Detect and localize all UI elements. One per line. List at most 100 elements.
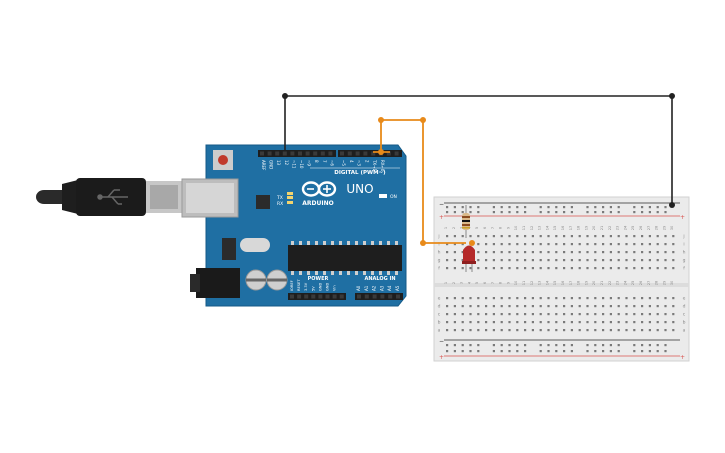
breadboard-hole[interactable] bbox=[563, 243, 566, 246]
breadboard-hole[interactable] bbox=[524, 211, 527, 214]
header-hole[interactable] bbox=[347, 151, 352, 156]
breadboard-hole[interactable] bbox=[516, 235, 519, 238]
breadboard-hole[interactable] bbox=[648, 267, 651, 270]
breadboard-hole[interactable] bbox=[594, 243, 597, 246]
breadboard-hole[interactable] bbox=[555, 211, 558, 214]
breadboard-hole[interactable] bbox=[539, 321, 542, 324]
breadboard-hole[interactable] bbox=[539, 206, 542, 209]
breadboard-hole[interactable] bbox=[602, 206, 605, 209]
breadboard-hole[interactable] bbox=[547, 267, 550, 270]
breadboard-hole[interactable] bbox=[602, 305, 605, 308]
breadboard-hole[interactable] bbox=[547, 350, 550, 353]
breadboard-hole[interactable] bbox=[641, 313, 644, 316]
breadboard-hole[interactable] bbox=[539, 235, 542, 238]
breadboard-hole[interactable] bbox=[641, 329, 644, 332]
breadboard-hole[interactable] bbox=[578, 259, 581, 262]
breadboard-hole[interactable] bbox=[586, 243, 589, 246]
breadboard-hole[interactable] bbox=[563, 313, 566, 316]
breadboard-hole[interactable] bbox=[539, 305, 542, 308]
breadboard-hole[interactable] bbox=[656, 243, 659, 246]
breadboard-hole[interactable] bbox=[609, 344, 612, 347]
breadboard-hole[interactable] bbox=[633, 251, 636, 254]
breadboard-hole[interactable] bbox=[648, 211, 651, 214]
breadboard-hole[interactable] bbox=[633, 206, 636, 209]
breadboard-hole[interactable] bbox=[625, 243, 628, 246]
breadboard-hole[interactable] bbox=[609, 243, 612, 246]
breadboard-hole[interactable] bbox=[492, 297, 495, 300]
breadboard-hole[interactable] bbox=[617, 297, 620, 300]
breadboard-hole[interactable] bbox=[570, 305, 573, 308]
breadboard-hole[interactable] bbox=[602, 267, 605, 270]
breadboard-hole[interactable] bbox=[570, 211, 573, 214]
breadboard-hole[interactable] bbox=[477, 267, 480, 270]
breadboard-hole[interactable] bbox=[508, 267, 511, 270]
breadboard-hole[interactable] bbox=[453, 259, 456, 262]
breadboard-hole[interactable] bbox=[625, 329, 628, 332]
breadboard-hole[interactable] bbox=[446, 329, 449, 332]
breadboard-hole[interactable] bbox=[477, 350, 480, 353]
breadboard-hole[interactable] bbox=[656, 206, 659, 209]
breadboard-hole[interactable] bbox=[524, 267, 527, 270]
breadboard-hole[interactable] bbox=[594, 235, 597, 238]
breadboard-hole[interactable] bbox=[477, 211, 480, 214]
breadboard-hole[interactable] bbox=[492, 259, 495, 262]
breadboard-hole[interactable] bbox=[453, 313, 456, 316]
breadboard-hole[interactable] bbox=[453, 267, 456, 270]
breadboard-hole[interactable] bbox=[586, 305, 589, 308]
breadboard-hole[interactable] bbox=[531, 305, 534, 308]
breadboard-hole[interactable] bbox=[586, 206, 589, 209]
resistor[interactable] bbox=[462, 205, 470, 238]
breadboard-hole[interactable] bbox=[524, 344, 527, 347]
breadboard-hole[interactable] bbox=[492, 350, 495, 353]
breadboard-hole[interactable] bbox=[672, 243, 675, 246]
breadboard-hole[interactable] bbox=[446, 267, 449, 270]
breadboard-hole[interactable] bbox=[485, 251, 488, 254]
breadboard-hole[interactable] bbox=[492, 211, 495, 214]
breadboard-hole[interactable] bbox=[578, 251, 581, 254]
breadboard-hole[interactable] bbox=[586, 297, 589, 300]
breadboard-hole[interactable] bbox=[539, 313, 542, 316]
breadboard-hole[interactable] bbox=[578, 321, 581, 324]
breadboard-hole[interactable] bbox=[500, 321, 503, 324]
breadboard-hole[interactable] bbox=[672, 313, 675, 316]
breadboard-hole[interactable] bbox=[508, 251, 511, 254]
breadboard-hole[interactable] bbox=[492, 251, 495, 254]
breadboard-hole[interactable] bbox=[446, 251, 449, 254]
breadboard-hole[interactable] bbox=[516, 321, 519, 324]
breadboard-hole[interactable] bbox=[485, 297, 488, 300]
breadboard-hole[interactable] bbox=[648, 313, 651, 316]
breadboard-hole[interactable] bbox=[477, 251, 480, 254]
breadboard-hole[interactable] bbox=[656, 211, 659, 214]
breadboard-hole[interactable] bbox=[547, 206, 550, 209]
header-hole[interactable] bbox=[363, 151, 368, 156]
breadboard-hole[interactable] bbox=[477, 305, 480, 308]
breadboard-hole[interactable] bbox=[586, 251, 589, 254]
breadboard-hole[interactable] bbox=[531, 321, 534, 324]
wire-orange-pin13[interactable] bbox=[378, 117, 475, 246]
breadboard-hole[interactable] bbox=[633, 344, 636, 347]
breadboard-hole[interactable] bbox=[641, 350, 644, 353]
breadboard-hole[interactable] bbox=[492, 243, 495, 246]
breadboard-hole[interactable] bbox=[570, 206, 573, 209]
breadboard-hole[interactable] bbox=[570, 350, 573, 353]
breadboard-hole[interactable] bbox=[453, 235, 456, 238]
breadboard-hole[interactable] bbox=[477, 297, 480, 300]
breadboard-hole[interactable] bbox=[578, 305, 581, 308]
breadboard-hole[interactable] bbox=[461, 267, 464, 270]
breadboard-hole[interactable] bbox=[664, 251, 667, 254]
breadboard-hole[interactable] bbox=[469, 313, 472, 316]
breadboard-hole[interactable] bbox=[485, 305, 488, 308]
breadboard-hole[interactable] bbox=[641, 305, 644, 308]
breadboard-hole[interactable] bbox=[531, 243, 534, 246]
header-hole[interactable] bbox=[290, 294, 294, 299]
breadboard-hole[interactable] bbox=[594, 305, 597, 308]
breadboard-hole[interactable] bbox=[453, 350, 456, 353]
breadboard-hole[interactable] bbox=[508, 297, 511, 300]
breadboard-hole[interactable] bbox=[500, 313, 503, 316]
breadboard-hole[interactable] bbox=[648, 259, 651, 262]
breadboard-hole[interactable] bbox=[547, 251, 550, 254]
breadboard-hole[interactable] bbox=[570, 243, 573, 246]
breadboard-hole[interactable] bbox=[453, 321, 456, 324]
